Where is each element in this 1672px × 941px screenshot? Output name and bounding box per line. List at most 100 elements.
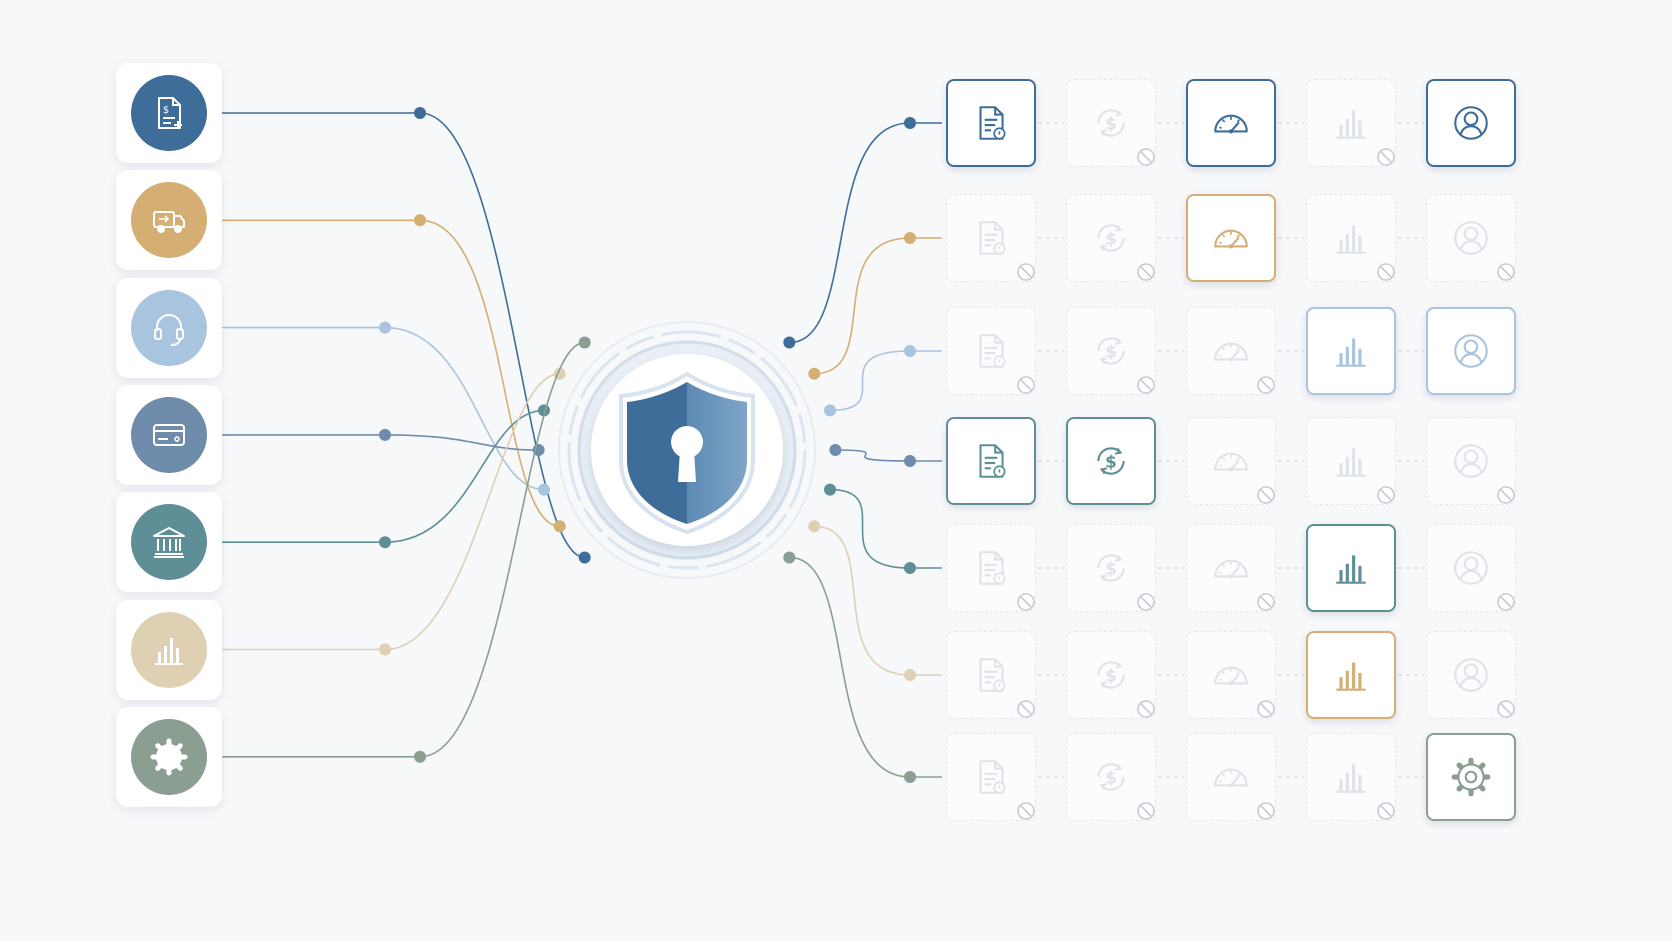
permission-tile-denied[interactable] xyxy=(946,733,1036,821)
delivery-truck-icon xyxy=(153,211,185,234)
user-icon xyxy=(1454,334,1488,368)
permission-tile-denied[interactable] xyxy=(1306,194,1396,282)
gauge-icon xyxy=(1214,666,1248,686)
bar-chart-icon xyxy=(1336,448,1366,477)
bar-chart-icon xyxy=(155,637,183,665)
document-icon xyxy=(979,551,1006,585)
denied-icon xyxy=(1137,148,1155,166)
role-avatar xyxy=(131,182,207,259)
connector-node xyxy=(414,214,426,227)
connector-node xyxy=(904,771,916,783)
permission-tile-denied[interactable] xyxy=(1186,524,1276,612)
permission-tile-denied[interactable]: $ xyxy=(1066,524,1156,612)
permission-tile-granted[interactable] xyxy=(946,79,1036,167)
connector-node xyxy=(904,669,916,681)
role-card[interactable] xyxy=(116,384,222,485)
permission-tile-denied[interactable] xyxy=(1186,417,1276,505)
user-icon xyxy=(1454,221,1488,255)
permission-tile-granted[interactable] xyxy=(1426,307,1516,395)
bar-chart-icon xyxy=(1336,555,1366,584)
gauge-icon xyxy=(1214,229,1248,249)
role-card[interactable] xyxy=(116,170,222,271)
denied-icon xyxy=(1257,593,1275,611)
headset-icon xyxy=(154,313,184,346)
bar-chart-icon xyxy=(1336,110,1366,139)
permission-tile-granted[interactable] xyxy=(1426,733,1516,821)
svg-text:$: $ xyxy=(1105,767,1117,787)
hub-port xyxy=(553,520,566,533)
permission-tile-granted[interactable] xyxy=(1186,79,1276,167)
hub-port xyxy=(829,444,842,456)
permission-tile-denied[interactable] xyxy=(1426,194,1516,282)
dollar-cycle-icon: $ xyxy=(1097,554,1125,582)
permission-tile-denied[interactable] xyxy=(946,194,1036,282)
denied-icon xyxy=(1257,802,1275,820)
permission-tile-denied[interactable] xyxy=(1426,524,1516,612)
hub-port xyxy=(783,551,796,564)
permission-connector-line xyxy=(835,449,942,462)
permission-tile-granted[interactable] xyxy=(1306,631,1396,719)
role-card[interactable] xyxy=(116,277,222,378)
role-connector-line xyxy=(222,409,544,543)
role-connector-line xyxy=(222,434,539,451)
permission-tile-denied[interactable]: $ xyxy=(1066,733,1156,821)
security-hub xyxy=(557,320,817,580)
role-avatar xyxy=(131,289,207,366)
role-avatar xyxy=(131,396,207,473)
denied-icon xyxy=(1377,263,1395,281)
role-avatar: $ xyxy=(131,75,207,151)
permission-tile-denied[interactable] xyxy=(1186,631,1276,719)
permission-tile-denied[interactable]: $ xyxy=(1066,307,1156,395)
permission-connector-line xyxy=(830,488,942,569)
denied-icon xyxy=(1137,700,1155,718)
permission-tile-denied[interactable] xyxy=(946,524,1036,612)
invoice-icon: $ xyxy=(158,97,182,129)
gear-icon xyxy=(150,738,188,776)
role-card[interactable] xyxy=(116,706,222,807)
bar-chart-icon xyxy=(1336,338,1366,367)
permission-tile-denied[interactable] xyxy=(1186,307,1276,395)
document-icon xyxy=(979,334,1006,368)
denied-icon xyxy=(1017,263,1035,281)
connector-node xyxy=(904,345,916,357)
user-icon xyxy=(1454,658,1488,692)
permission-tile-denied[interactable] xyxy=(1426,631,1516,719)
document-icon xyxy=(979,658,1006,692)
hub-port xyxy=(808,520,821,533)
gear-icon xyxy=(1451,757,1491,797)
denied-icon xyxy=(1137,376,1155,394)
permission-tile-denied[interactable] xyxy=(1186,733,1276,821)
permission-tile-denied[interactable] xyxy=(1306,417,1396,505)
role-card[interactable] xyxy=(116,599,222,700)
permission-tile-denied[interactable] xyxy=(1426,417,1516,505)
permission-tile-granted[interactable] xyxy=(1306,524,1396,612)
permission-tile-denied[interactable]: $ xyxy=(1066,194,1156,282)
user-icon xyxy=(1454,551,1488,585)
denied-icon xyxy=(1017,700,1035,718)
gauge-icon xyxy=(1214,452,1248,472)
permission-tile-granted[interactable]: $ xyxy=(1066,417,1156,505)
hub-port xyxy=(783,336,796,349)
hub-port xyxy=(808,367,821,380)
hub-port xyxy=(578,336,591,349)
permission-tile-denied[interactable] xyxy=(946,307,1036,395)
permission-tile-denied[interactable] xyxy=(946,631,1036,719)
role-card[interactable]: $ xyxy=(116,63,222,163)
permission-tile-denied[interactable] xyxy=(1306,79,1396,167)
connector-node xyxy=(904,455,916,467)
bar-chart-icon xyxy=(1336,662,1366,691)
permission-tile-granted[interactable] xyxy=(1426,79,1516,167)
permission-tile-denied[interactable] xyxy=(1306,733,1396,821)
permission-tile-granted[interactable] xyxy=(1186,194,1276,282)
svg-text:$: $ xyxy=(163,105,169,116)
permission-tile-granted[interactable] xyxy=(946,417,1036,505)
document-icon xyxy=(979,444,1006,478)
permission-tile-denied[interactable]: $ xyxy=(1066,631,1156,719)
role-card[interactable] xyxy=(116,492,222,593)
role-connector-line xyxy=(222,326,544,491)
permission-tile-granted[interactable] xyxy=(1306,307,1396,395)
denied-icon xyxy=(1257,376,1275,394)
denied-icon xyxy=(1017,802,1035,820)
permission-tile-denied[interactable]: $ xyxy=(1066,79,1156,167)
denied-icon xyxy=(1497,263,1515,281)
